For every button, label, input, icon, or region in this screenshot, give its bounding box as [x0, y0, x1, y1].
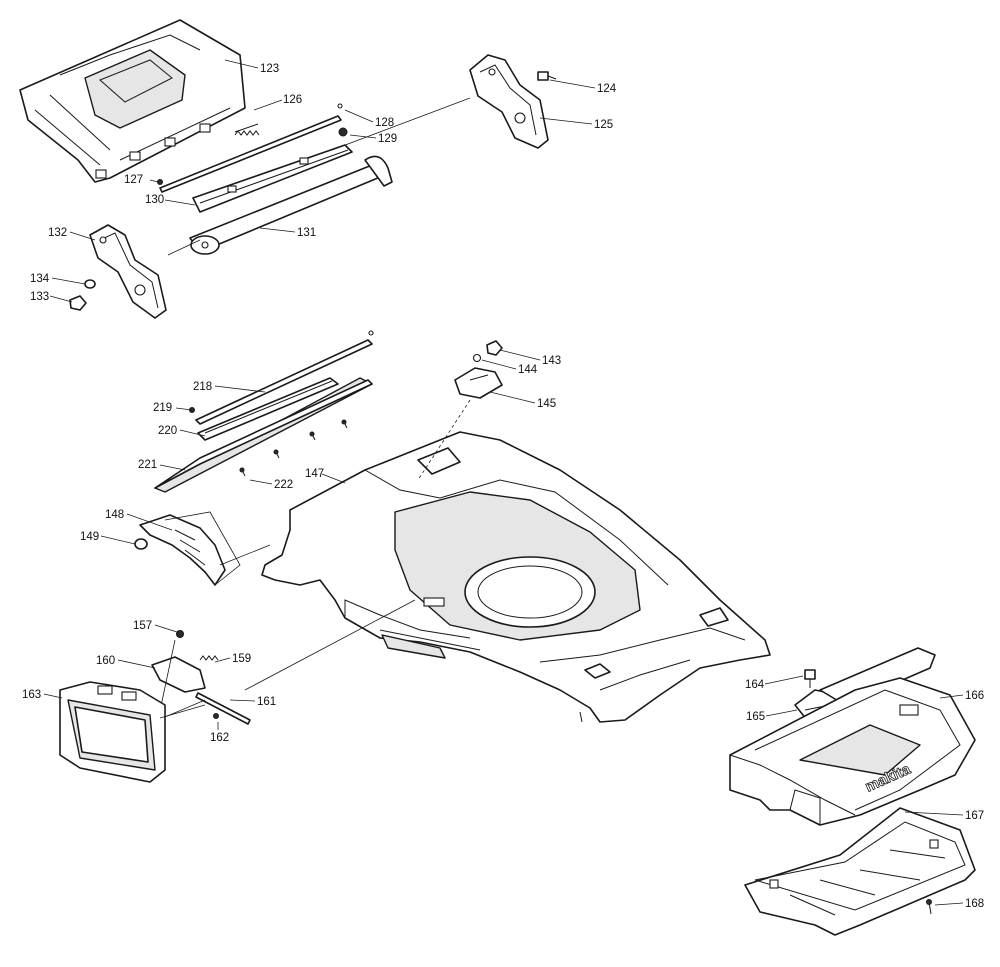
part-167-lower-tray: [744, 807, 976, 936]
part-labels: 123 124 125 126 127 128 129 130 131 132 …: [22, 63, 984, 910]
part-168-screw: [926, 899, 932, 915]
part-160-latch: [151, 656, 206, 693]
label-147: 147: [305, 468, 324, 480]
part-124-bolt: [537, 71, 557, 81]
part-163-rear-door: [59, 681, 166, 783]
leader-lines: [43, 59, 964, 906]
label-131: 131: [297, 227, 316, 239]
label-125: 125: [594, 119, 613, 131]
label-133: 133: [30, 291, 49, 303]
label-124: 124: [597, 83, 617, 95]
label-148: 148: [105, 509, 124, 521]
part-126-spring: [234, 123, 260, 136]
label-129: 129: [378, 133, 397, 145]
label-163: 163: [22, 689, 41, 701]
label-144: 144: [518, 364, 538, 376]
label-134: 134: [30, 273, 50, 285]
label-219: 219: [153, 402, 172, 414]
part-147-deck: [261, 431, 771, 723]
label-167: 167: [965, 810, 984, 822]
part-222-screws: [239, 419, 348, 477]
part-161-pin: [195, 692, 251, 725]
label-145: 145: [537, 398, 556, 410]
label-157: 157: [133, 620, 152, 632]
label-161: 161: [257, 696, 276, 708]
part-220-strip: [197, 377, 339, 441]
part-128-rod: [159, 103, 343, 193]
part-149-screw: [134, 538, 148, 550]
label-126: 126: [283, 94, 302, 106]
label-168: 168: [965, 898, 984, 910]
part-218-rod: [195, 330, 374, 425]
part-143-nut: [486, 340, 503, 356]
part-145-lever-knob: [454, 367, 503, 399]
label-162: 162: [210, 732, 229, 744]
part-133-nut: [69, 295, 87, 311]
label-123: 123: [260, 63, 279, 75]
label-143: 143: [542, 355, 561, 367]
part-166-rear-housing: [729, 677, 976, 826]
part-144-washer: [472, 353, 482, 363]
label-130: 130: [145, 194, 164, 206]
label-166: 166: [965, 690, 984, 702]
part-159-spring: [199, 655, 219, 661]
part-129-nut: [338, 127, 348, 137]
label-159: 159: [232, 653, 251, 665]
label-149: 149: [80, 531, 99, 543]
part-134-screw: [84, 279, 96, 289]
part-164-bolt: [804, 669, 816, 688]
part-127-clip: [157, 179, 163, 185]
part-125-right-bracket: [469, 54, 549, 149]
part-162-clip: [213, 713, 219, 719]
part-221-flap: [154, 377, 373, 493]
part-148-height-plate: [139, 511, 241, 586]
part-130-hinge-plate: [192, 144, 353, 213]
label-132: 132: [48, 227, 67, 239]
label-220: 220: [158, 425, 177, 437]
part-157-screw: [176, 630, 184, 638]
label-160: 160: [96, 655, 115, 667]
part-123-rear-flap: [19, 19, 246, 183]
label-222: 222: [274, 479, 293, 491]
label-218: 218: [193, 381, 212, 393]
part-132-left-bracket: [89, 224, 167, 319]
label-221: 221: [138, 459, 157, 471]
label-164: 164: [745, 679, 765, 691]
label-127: 127: [124, 174, 143, 186]
label-165: 165: [746, 711, 765, 723]
label-128: 128: [375, 117, 394, 129]
